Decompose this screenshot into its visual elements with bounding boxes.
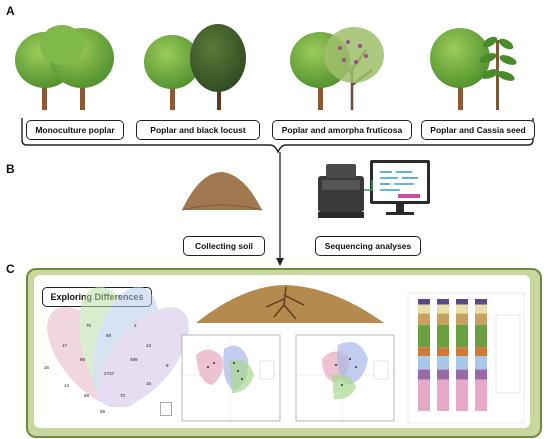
stacked-bar-segment [475,379,487,411]
venn-diagram [47,286,189,408]
section-c-graphics: 70 17 26 2 89 13 499 9 96 14 2737 58 70 … [44,285,525,424]
tree-group-amorpha [290,27,384,110]
label-sequencing-analyses: Sequencing analyses [315,236,421,256]
section-a-letter: A [6,4,15,18]
venn-num: 14 [64,383,70,388]
section-b-letter: B [6,162,15,176]
stacked-bar-segment [437,356,449,370]
venn-num: 96 [80,357,86,362]
venn-num: 2737 [104,371,115,376]
stacked-bar-segment [437,299,449,305]
stacked-bar-segment [437,347,449,357]
venn-numbers: 70 17 26 2 89 13 499 9 96 14 2737 58 70 … [44,323,169,414]
label-collecting-soil: Collecting soil [183,236,265,256]
stacked-bar-segment [418,369,430,380]
stacked-bar-segment [456,313,468,325]
section-c-letter: C [6,262,15,276]
stacked-bar-segment [437,313,449,325]
grouping-bracket [21,118,534,154]
label-poplar-cassia: Poplar and Cassia seed [421,120,535,140]
tree-illustrations [15,24,534,154]
stacked-bar-segment [418,313,430,325]
venn-num: 2 [134,323,137,328]
stacked-bar-segment [437,304,449,314]
stacked-bar-segment [437,379,449,411]
stacked-bar-segment [437,369,449,380]
venn-num: 17 [62,343,68,348]
venn-num: 13 [146,343,152,348]
stacked-bar-segment [418,324,430,348]
venn-num: 15 [146,381,152,386]
venn-num: 9 [166,363,169,368]
venn-num: 70 [86,323,92,328]
stacked-bar-segment [456,347,468,357]
stacked-bar-segment [418,356,430,370]
stacked-bar-segment [475,347,487,357]
stacked-bar-segment [456,304,468,314]
stacked-bar-segment [418,299,430,305]
label-poplar-amorpha: Poplar and amorpha fruticosa [272,120,412,140]
stacked-bar-segment [418,379,430,411]
venn-legend-box [160,402,172,416]
venn-num: 70 [120,393,126,398]
tree-group-cassia [430,28,517,110]
sequencer-icon [318,164,364,218]
stacked-bar-segment [456,369,468,380]
pcoa-plot-1 [181,334,281,422]
stacked-bar-segment [475,356,487,370]
section-b-illustrations [181,152,430,266]
stacked-bar-segment [437,324,449,348]
stacked-bar-segment [456,299,468,305]
stacked-bar-segment [456,324,468,348]
soil-mound-icon [196,285,384,323]
stacked-bar-segment [475,304,487,314]
venn-num: 89 [100,409,106,414]
venn-num: 26 [44,365,50,370]
stacked-bar-segment [475,369,487,380]
stacked-bar-chart [407,292,525,424]
label-poplar-black-locust: Poplar and black locust [136,120,260,140]
label-monoculture-poplar: Monoculture poplar [26,120,124,140]
venn-num: 89 [106,333,112,338]
stacked-bar-segment [456,356,468,370]
stacked-bar-segment [475,299,487,305]
tree-group-black-locust [144,24,246,110]
stacked-bar-segment [475,313,487,325]
tree-group-monoculture [15,25,114,110]
venn-num: 58 [84,393,90,398]
stacked-bar-segment [418,304,430,314]
pcoa-plot-2 [295,334,395,422]
soil-pile-icon [182,172,262,210]
stacked-bar-segment [456,379,468,411]
stacked-bar-segment [418,347,430,357]
stacked-bar-segment [475,324,487,348]
venn-num: 499 [130,357,138,362]
monitor-icon [364,160,430,215]
